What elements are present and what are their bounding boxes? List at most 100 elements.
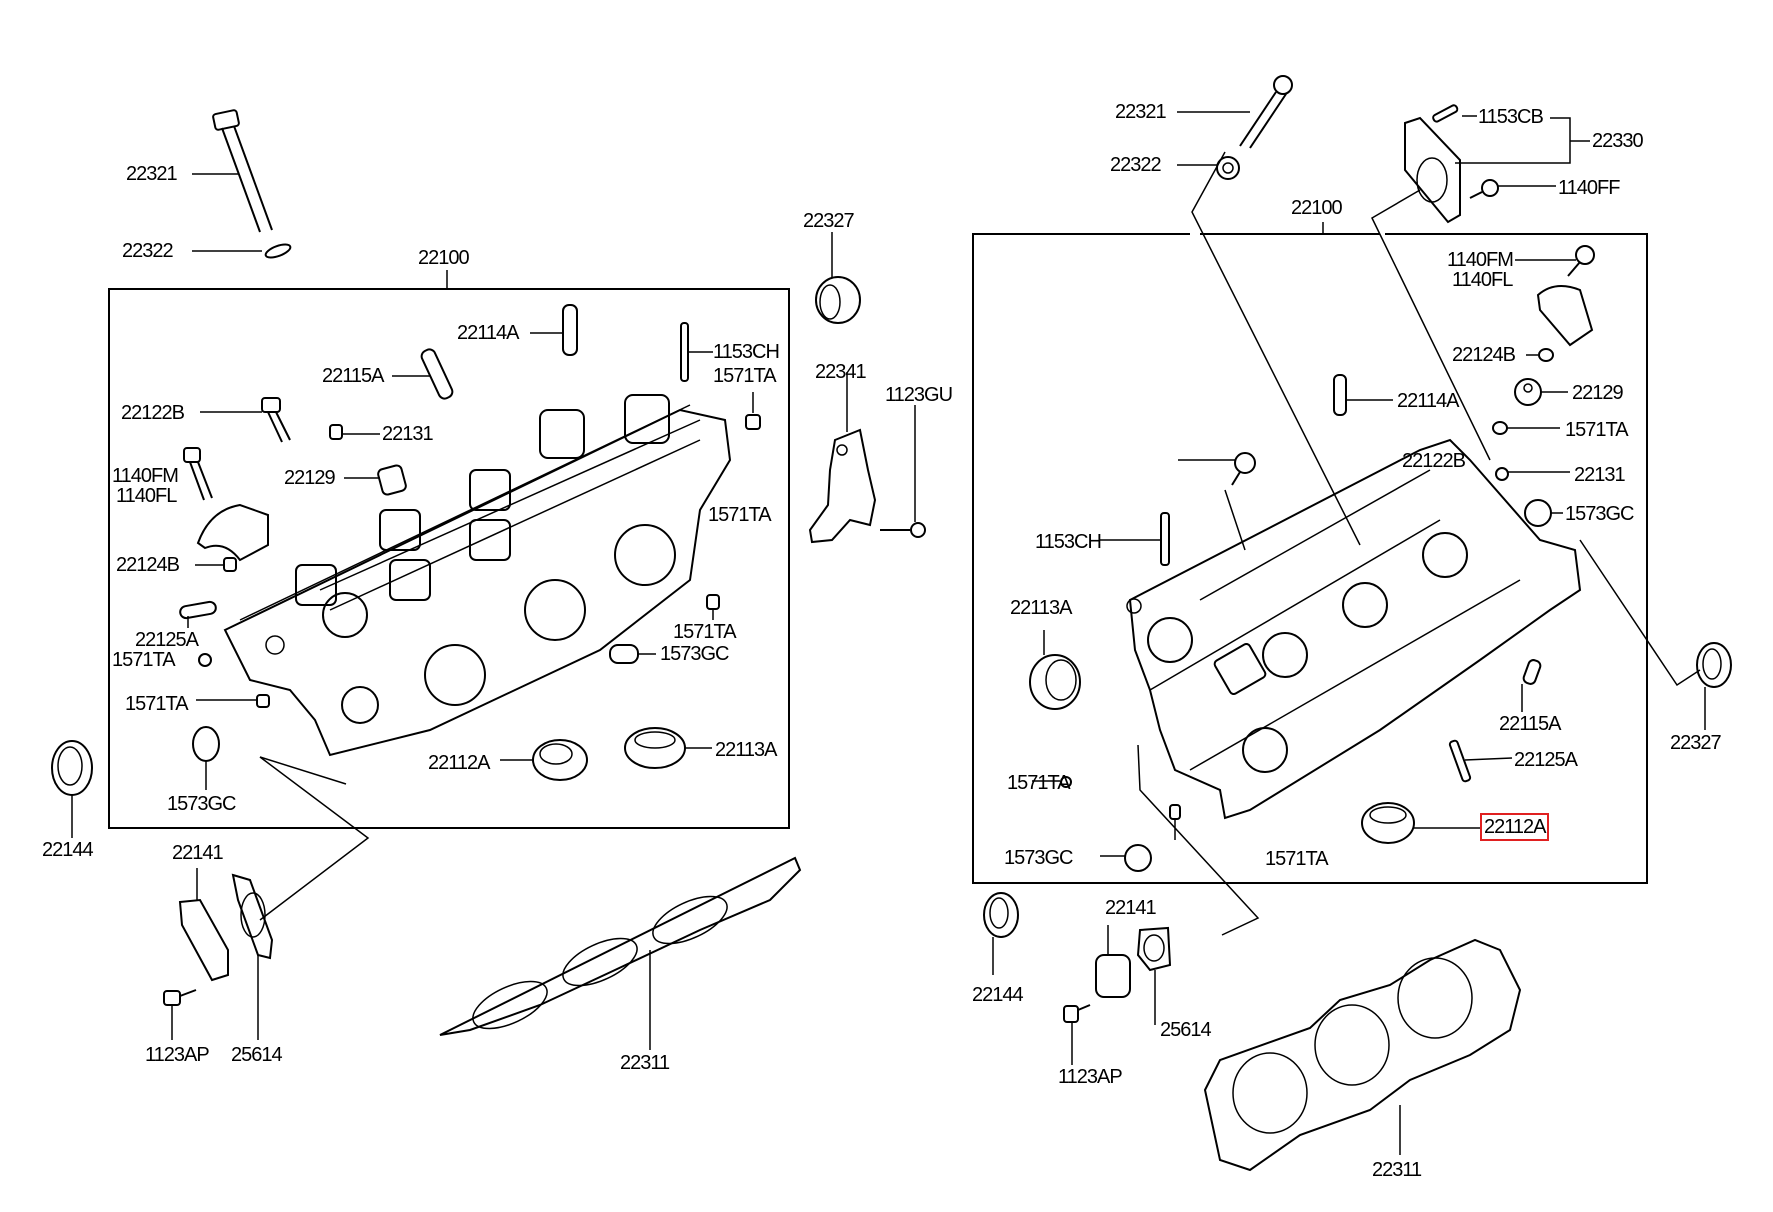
label-left-22115A[interactable]: 22115A	[322, 365, 384, 387]
label-left-1573GC-right[interactable]: 1573GC	[660, 643, 729, 665]
label-right-22141[interactable]: 22141	[1105, 897, 1157, 919]
left-stud-icon	[680, 322, 713, 382]
label-left-22129[interactable]: 22129	[284, 467, 336, 489]
label-right-1573GC-top[interactable]: 1573GC	[1565, 503, 1634, 525]
right-head-bolt-icon	[1177, 75, 1293, 149]
label-left-22322[interactable]: 22322	[122, 240, 174, 262]
left-cap-bolt-icon	[200, 397, 291, 443]
label-left-22131[interactable]: 22131	[382, 423, 434, 445]
label-left-22321[interactable]: 22321	[126, 163, 178, 185]
label-middle-22327[interactable]: 22327	[803, 210, 855, 232]
label-left-1571TA-a[interactable]: 1571TA	[112, 649, 176, 671]
label-left-22112A[interactable]: 22112A	[428, 752, 490, 774]
right-plug-bottom-icon	[1169, 804, 1181, 840]
left-valve-guide-exhaust-icon	[392, 348, 454, 400]
left-cup-plug-right-icon	[609, 644, 656, 664]
label-left-22124B[interactable]: 22124B	[116, 554, 180, 576]
label-right-1153CH[interactable]: 1153CH	[1035, 531, 1102, 553]
right-cap-bolt-b-icon	[1178, 452, 1256, 551]
label-left-1153CH[interactable]: 1153CH	[713, 341, 780, 363]
label-right-1123AP[interactable]: 1123AP	[1058, 1066, 1123, 1088]
label-right-1571TA-bottom[interactable]: 1571TA	[1265, 848, 1329, 870]
left-plug-top-icon	[745, 392, 761, 430]
label-left-22144[interactable]: 22144	[42, 839, 94, 861]
left-head-gasket-icon	[439, 856, 802, 1050]
label-right-1153CB[interactable]: 1153CB	[1478, 106, 1544, 128]
label-right-1573GC-bottom[interactable]: 1573GC	[1004, 847, 1073, 869]
right-camshaft-seal-icon	[983, 892, 1019, 975]
label-right-1140FM[interactable]: 1140FM	[1447, 249, 1514, 271]
label-left-22113A[interactable]: 22113A	[715, 739, 777, 761]
label-right-22112A-highlighted[interactable]: 22112A	[1479, 813, 1550, 841]
label-right-1571TA-left[interactable]: 1571TA	[1007, 772, 1071, 794]
left-plug-b-icon	[196, 694, 270, 708]
right-cup-plug-top-icon	[1524, 499, 1563, 527]
label-right-22114A[interactable]: 22114A	[1397, 390, 1459, 412]
left-head-bracket-box	[108, 288, 790, 829]
label-left-1571TA-c[interactable]: 1571TA	[673, 621, 737, 643]
middle-bracket-icon	[808, 372, 877, 544]
right-cylinder-head-icon	[1126, 438, 1582, 820]
label-left-22122B[interactable]: 22122B	[121, 402, 185, 424]
label-right-22321[interactable]: 22321	[1115, 101, 1167, 123]
label-right-22125A[interactable]: 22125A	[1514, 749, 1578, 771]
left-cover-bolt-icon	[163, 989, 197, 1040]
right-cap-bolt-icon	[1515, 245, 1595, 277]
label-right-22322[interactable]: 22322	[1110, 154, 1162, 176]
label-left-22114A[interactable]: 22114A	[457, 322, 519, 344]
left-assembly-frame	[108, 270, 790, 829]
label-left-1571TA-b[interactable]: 1571TA	[125, 693, 189, 715]
right-cup-plug-bottom-icon	[1100, 844, 1152, 872]
right-housing-bracket-lines	[1455, 117, 1590, 164]
label-left-1571TA-top[interactable]: 1571TA	[713, 365, 777, 387]
label-middle-22341[interactable]: 22341	[815, 361, 867, 383]
label-left-1571TA-right[interactable]: 1571TA	[708, 504, 772, 526]
left-washer-icon	[192, 243, 292, 259]
left-valve-guide-intake-icon	[530, 304, 578, 356]
label-left-1573GC-left[interactable]: 1573GC	[167, 793, 236, 815]
right-camshaft-cap-icon	[1536, 285, 1594, 347]
label-right-25614[interactable]: 25614	[1160, 1019, 1212, 1041]
left-cover-gasket-icon	[231, 873, 274, 1040]
left-camshaft-cap-icon	[196, 503, 269, 562]
label-right-22124B[interactable]: 22124B	[1452, 344, 1516, 366]
label-right-1140FL[interactable]: 1140FL	[1452, 269, 1513, 291]
label-right-22129[interactable]: 22129	[1572, 382, 1624, 404]
label-right-22115A[interactable]: 22115A	[1499, 713, 1561, 735]
left-valve-seat-intake-icon	[500, 739, 588, 781]
label-right-22327[interactable]: 22327	[1670, 732, 1722, 754]
label-right-1571TA-top[interactable]: 1571TA	[1565, 419, 1629, 441]
left-plug-right-icon	[706, 594, 720, 620]
label-left-22100[interactable]: 22100	[418, 247, 470, 269]
right-assembly-frame	[972, 151, 1701, 936]
label-left-1123AP[interactable]: 1123AP	[145, 1044, 210, 1066]
left-cap-bolt-long-icon	[183, 447, 213, 501]
right-valve-guide-exhaust-icon	[1521, 659, 1542, 712]
label-right-22144[interactable]: 22144	[972, 984, 1024, 1006]
label-middle-1123GU[interactable]: 1123GU	[885, 384, 953, 406]
label-left-22125A[interactable]: 22125A	[135, 629, 199, 651]
middle-bracket-bolt-icon	[880, 405, 926, 538]
label-left-1140FM[interactable]: 1140FM	[112, 465, 179, 487]
label-right-22113A[interactable]: 22113A	[1010, 597, 1072, 619]
right-stud-b-icon	[1100, 512, 1170, 566]
left-dowel-pin-icon	[195, 557, 237, 572]
label-right-22330[interactable]: 22330	[1592, 130, 1644, 152]
label-right-1140FF[interactable]: 1140FF	[1558, 177, 1620, 199]
label-right-22122B[interactable]: 22122B	[1402, 450, 1466, 472]
right-stud-icon	[1432, 104, 1477, 123]
label-right-22131[interactable]: 22131	[1574, 464, 1626, 486]
label-left-22141[interactable]: 22141	[172, 842, 224, 864]
right-valve-seat-intake-icon	[1361, 802, 1480, 844]
label-left-1140FL[interactable]: 1140FL	[116, 485, 177, 507]
label-right-22311[interactable]: 22311	[1372, 1159, 1422, 1181]
right-head-gasket-icon	[1203, 938, 1522, 1172]
label-left-25614[interactable]: 25614	[231, 1044, 283, 1066]
left-cylinder-head-icon	[223, 394, 732, 757]
label-left-22311[interactable]: 22311	[620, 1052, 670, 1074]
right-pin-icon	[1448, 739, 1513, 783]
label-right-22100[interactable]: 22100	[1291, 197, 1343, 219]
left-camshaft-seal-icon	[51, 740, 93, 838]
